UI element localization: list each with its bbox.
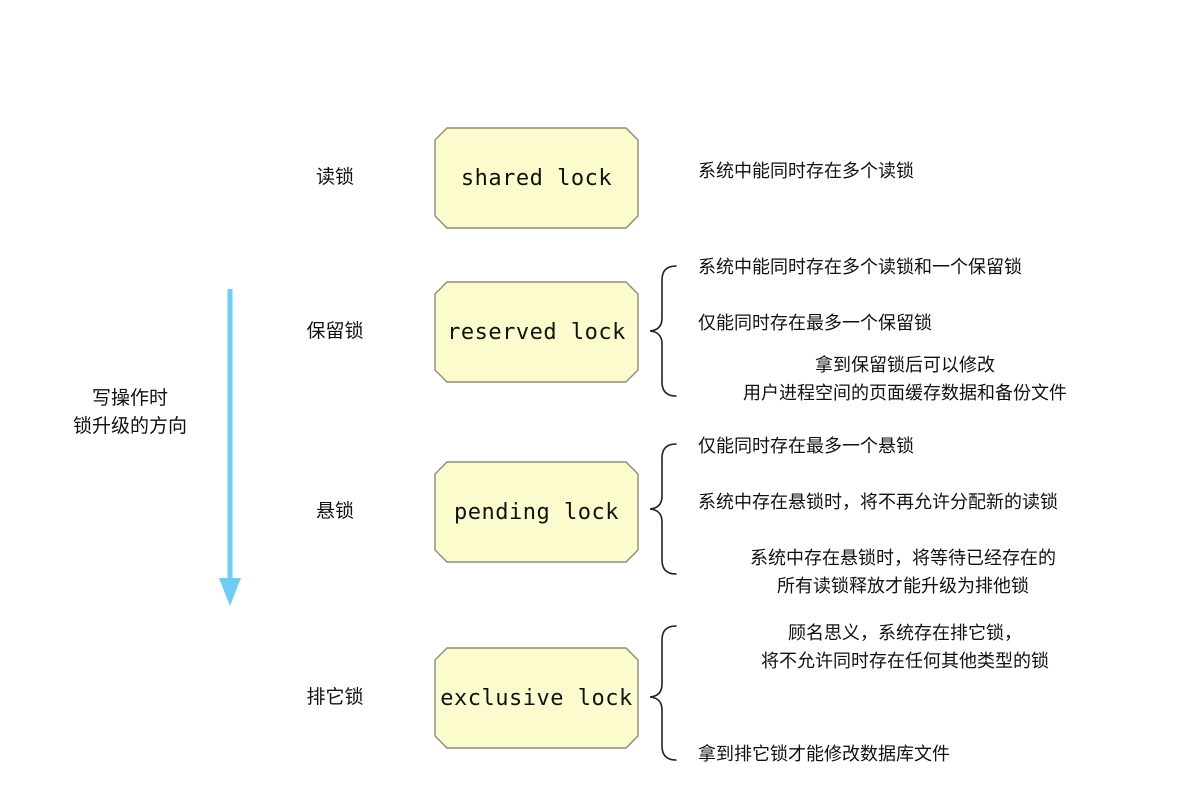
row-label-pending: 悬锁 (315, 501, 354, 522)
note-shared-1: 系统中能同时存在多个读锁 (698, 161, 914, 181)
lock-box-pending[interactable] (434, 461, 639, 563)
row-label-reserved: 保留锁 (306, 321, 364, 342)
note-exclusive-2: 拿到排它锁才能修改数据库文件 (698, 744, 950, 764)
note-reserved-2: 仅能同时存在最多一个保留锁 (698, 313, 932, 333)
lock-box-exclusive[interactable] (434, 647, 639, 749)
brace-exclusive (649, 625, 677, 761)
note-reserved-3: 拿到保留锁后可以修改 用户进程空间的页面缓存数据和备份文件 (743, 355, 1067, 403)
note-pending-3: 系统中存在悬锁时，将等待已经存在的 所有读锁释放才能升级为排他锁 (750, 548, 1056, 596)
note-pending-1: 仅能同时存在最多一个悬锁 (698, 436, 914, 456)
lock-escalation-arrow (219, 289, 241, 606)
row-label-exclusive: 排它锁 (306, 687, 364, 708)
lock-box-reserved[interactable] (434, 281, 639, 383)
note-exclusive-1: 顾名思义，系统存在排它锁， 将不允许同时存在任何其他类型的锁 (761, 623, 1049, 671)
note-pending-2: 系统中存在悬锁时，将不再允许分配新的读锁 (698, 492, 1058, 512)
row-label-shared: 读锁 (315, 167, 354, 188)
brace-reserved (649, 265, 677, 397)
lock-box-shared[interactable] (434, 127, 639, 229)
note-reserved-1: 系统中能同时存在多个读锁和一个保留锁 (698, 257, 1022, 277)
brace-pending (649, 443, 677, 575)
flow-direction-label: 写操作时 锁升级的方向 (72, 388, 187, 437)
